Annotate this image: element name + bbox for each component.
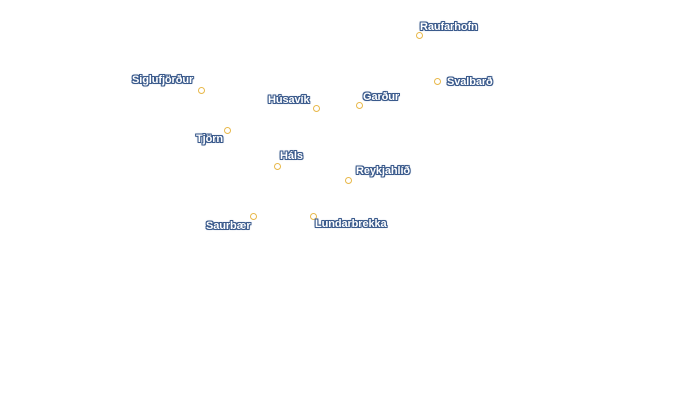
place-label: Svalbarð — [447, 76, 493, 88]
place-label: Siglufjörður — [132, 74, 194, 86]
place-marker[interactable] — [310, 213, 317, 220]
place-marker[interactable] — [345, 177, 352, 184]
place-marker[interactable] — [250, 213, 257, 220]
place-marker[interactable] — [356, 102, 363, 109]
place-marker[interactable] — [313, 105, 320, 112]
place-label: Garður — [363, 91, 400, 103]
place-marker[interactable] — [274, 163, 281, 170]
place-label: Tjörn — [196, 133, 223, 145]
place-marker[interactable] — [198, 87, 205, 94]
place-label: Húsavík — [268, 94, 310, 106]
place-label: Raufarhofn — [420, 21, 478, 33]
place-marker[interactable] — [224, 127, 231, 134]
place-label: Saurbær — [206, 220, 251, 232]
place-marker[interactable] — [434, 78, 441, 85]
place-label: Reykjahlíð — [356, 165, 411, 177]
place-label: Háls — [280, 150, 303, 162]
place-label: Lundarbrekka — [315, 218, 387, 230]
place-marker[interactable] — [416, 32, 423, 39]
